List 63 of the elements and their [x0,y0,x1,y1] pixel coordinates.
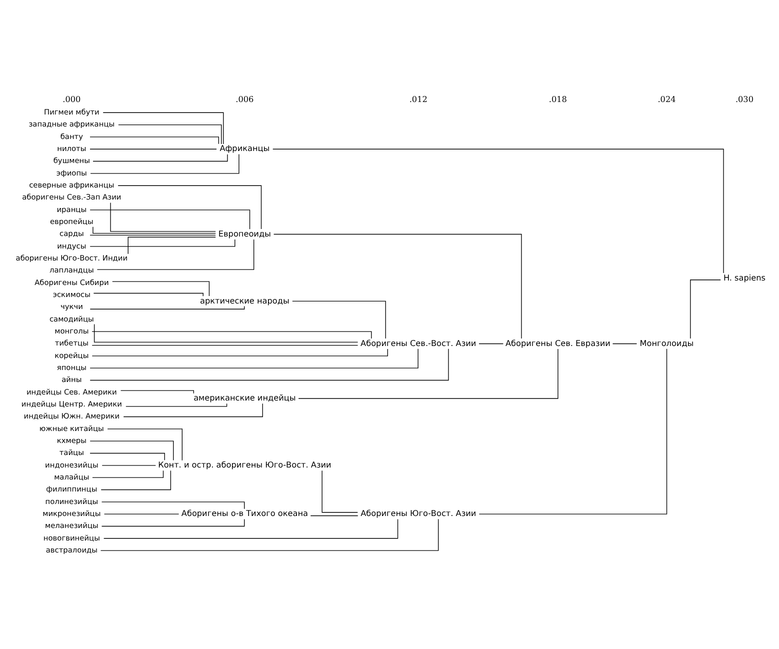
connector [103,513,179,514]
node-text: Аборигены о-в Тихого океана [180,508,308,518]
connector [272,148,724,273]
connector [89,452,164,460]
label: .018 [548,93,566,104]
connector [91,344,358,346]
label: .012 [408,93,427,104]
node-text: Аборигены Сев. Евразии [504,337,610,348]
connector [89,440,174,460]
node-text: Аборигены Сев.-Вост. Азии [360,337,476,348]
connector [96,238,254,270]
label: .030 [734,93,754,104]
connector [112,280,210,296]
connector [92,470,164,478]
connector [117,184,262,229]
connector [89,136,218,144]
connector [321,470,358,512]
node-text: Монголоиды [639,337,694,348]
connector [127,236,216,254]
label: .006 [235,93,254,104]
connector [292,300,386,338]
connector [103,518,398,538]
connector [120,390,194,394]
label: .000 [62,93,80,104]
connector [93,323,358,342]
connector [310,514,358,516]
connector [106,428,182,460]
connector [89,348,418,368]
connector [89,148,216,149]
connector [89,234,216,236]
connector [89,209,250,229]
connector [612,342,637,344]
connector [92,226,216,234]
node-text: американские индейцы [193,392,296,402]
connector [690,279,720,338]
connector [89,348,448,380]
connector [100,518,438,550]
node-text: Африканцы [219,142,270,153]
connector [90,153,239,174]
connector [89,305,244,309]
connector [125,402,227,406]
connector [100,518,244,526]
connector [92,154,228,162]
node-text: арктические народы [200,294,289,305]
node-text: H. sapiens [722,272,766,282]
connector [100,470,171,490]
connector [102,112,224,144]
connector [478,348,667,514]
connector [272,233,522,338]
connector [92,292,203,296]
label: .024 [657,93,676,104]
connector [298,348,558,398]
connector [118,124,222,144]
connector [478,342,504,344]
node-text: Европеоиды [218,228,270,238]
connector [100,501,244,509]
connector [110,202,216,232]
connector [91,330,372,338]
connector [101,464,156,466]
connector [91,348,388,356]
connector [89,238,235,246]
node-text: Аборигены Юго-Вост. Азии [360,508,476,518]
node-text: Конт. и остр. аборигены Юго-Вост. Азии [158,459,331,470]
